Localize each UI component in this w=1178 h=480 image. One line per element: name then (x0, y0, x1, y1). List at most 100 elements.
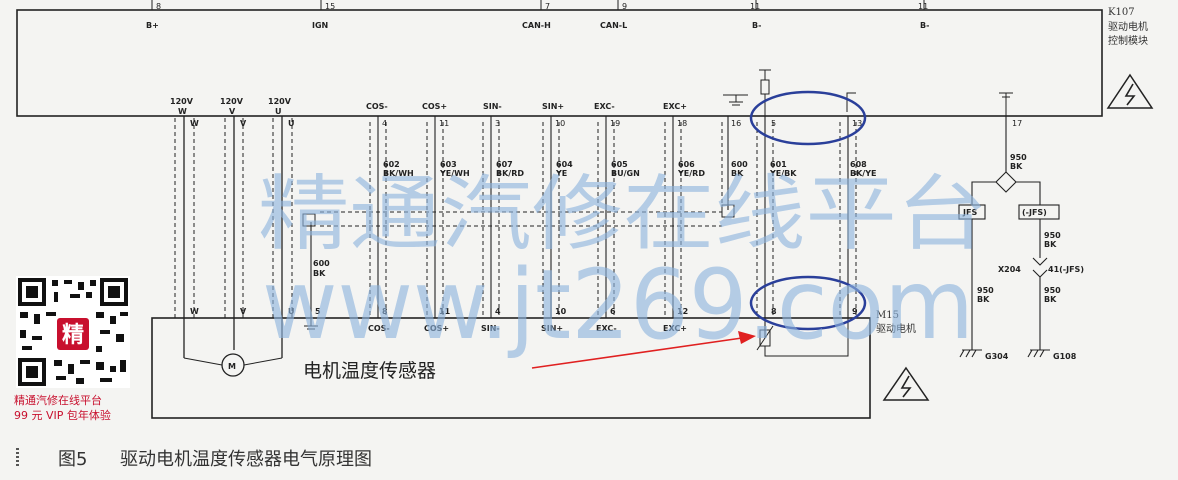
signal-label: EXC- (594, 102, 615, 111)
svg-text:BK: BK (977, 295, 990, 304)
ground-branch (958, 116, 1060, 358)
svg-text:11: 11 (439, 119, 449, 128)
svg-text:SIN+: SIN+ (541, 324, 563, 333)
motor-name: M15 (876, 310, 899, 321)
svg-text:BK/WH: BK/WH (383, 169, 414, 178)
svg-text:18: 18 (677, 119, 687, 128)
signal-label: COS- (366, 102, 388, 111)
svg-text:8: 8 (771, 307, 777, 316)
svg-text:6: 6 (610, 307, 616, 316)
svg-text:604: 604 (556, 160, 573, 169)
motor-desc: 驱动电机 (876, 322, 916, 335)
svg-text:17: 17 (1012, 119, 1022, 128)
splice-jfs2: (-JFS) (1022, 208, 1047, 217)
ecu-desc-line2: 控制模块 (1108, 34, 1148, 47)
svg-text:SIN-: SIN- (481, 324, 500, 333)
svg-text:600: 600 (731, 160, 748, 169)
top-pin-sig: B- (752, 21, 761, 30)
qr-code: 精 (16, 276, 130, 388)
top-pin-num: 9 (622, 2, 627, 11)
ground-g304: G304 (985, 352, 1009, 361)
ecu-module-box (16, 9, 1103, 117)
svg-text:4: 4 (495, 307, 501, 316)
splice-jfs: JFS (962, 208, 977, 217)
svg-text:U: U (288, 307, 295, 316)
svg-text:M: M (228, 362, 236, 371)
signal-label: 120V (268, 97, 292, 106)
top-pin-num: 7 (545, 2, 550, 11)
ecu-desc-line1: 驱动电机 (1108, 20, 1148, 33)
watermark-line2: www.jt269.com (262, 249, 974, 361)
svg-text:V: V (240, 119, 247, 128)
top-pin-num: 8 (156, 2, 161, 11)
svg-text:BK/RD: BK/RD (496, 169, 524, 178)
svg-text:BK/YE: BK/YE (850, 169, 876, 178)
signal-sub: U (275, 107, 282, 116)
svg-text:4: 4 (382, 119, 387, 128)
svg-text:COS+: COS+ (424, 324, 449, 333)
svg-text:9: 9 (852, 307, 858, 316)
svg-text:3: 3 (495, 119, 500, 128)
twisted-pair-dashes (320, 122, 857, 318)
svg-text:BK: BK (1044, 295, 1057, 304)
signal-label: SIN+ (542, 102, 564, 111)
shield-wire-num: 600 (313, 259, 330, 268)
annotation-label: 电机温度传感器 (303, 360, 436, 382)
highlight-motor-pins (749, 275, 867, 331)
svg-text:950: 950 (1044, 286, 1061, 295)
ecu-pin-numbers: 4 11 3 10 19 18 16 5 13 17 (382, 119, 1022, 128)
qr-badge: 精 (62, 322, 84, 348)
qr-line1: 精通汽修在线平台 (14, 393, 102, 407)
svg-text:13: 13 (852, 119, 862, 128)
ecu-internal-symbols (723, 69, 1013, 116)
top-pin-sig: B+ (146, 21, 159, 30)
svg-text:5: 5 (771, 119, 776, 128)
top-pin-sig: CAN-L (600, 21, 627, 30)
caption-fig: 图5 (58, 449, 87, 470)
svg-text:950: 950 (1044, 231, 1061, 240)
qr-line2: 99 元 VIP 包年体验 (14, 408, 111, 422)
svg-text:11: 11 (439, 307, 451, 316)
connector-pin: 41(-JFS) (1048, 265, 1084, 274)
svg-text:950: 950 (977, 286, 994, 295)
svg-text:607: 607 (496, 160, 513, 169)
svg-text:10: 10 (555, 119, 565, 128)
svg-text:EXC-: EXC- (596, 324, 617, 333)
svg-text:5: 5 (315, 307, 321, 316)
caption-title: 驱动电机温度传感器电气原理图 (120, 449, 372, 470)
ecu-hazard-icon (1106, 73, 1154, 109)
svg-text:601: 601 (770, 160, 787, 169)
signal-label: 120V (220, 97, 244, 106)
motor-pin-labels: W V U 5 8 11 4 10 6 12 8 9 COS- COS+ SIN… (190, 307, 858, 333)
highlight-ecu-pins (749, 90, 867, 146)
motor-hazard-icon (882, 366, 930, 401)
signal-wires (310, 116, 849, 338)
ecu-top-pins: 8 B+ 15 IGN 7 CAN-H 9 CAN-L 11 B- 11 B- (146, 0, 929, 30)
motor-symbol: M (221, 353, 245, 377)
svg-text:BK: BK (1010, 162, 1023, 171)
svg-text:950: 950 (1010, 153, 1027, 162)
temp-sensor-symbol (756, 318, 849, 357)
top-pin-num: 15 (325, 2, 335, 11)
svg-text:U: U (288, 119, 295, 128)
svg-text:BK: BK (731, 169, 744, 178)
svg-text:W: W (190, 307, 199, 316)
svg-text:YE/RD: YE/RD (677, 169, 705, 178)
signal-label: 120V (170, 97, 194, 106)
top-pin-sig: B- (920, 21, 929, 30)
shield-drain (302, 204, 735, 330)
annotation-arrow (531, 331, 756, 369)
svg-text:606: 606 (678, 160, 695, 169)
shield-wire-color: BK (313, 269, 326, 278)
svg-text:YE: YE (555, 169, 567, 178)
svg-text:608: 608 (850, 160, 867, 169)
svg-text:YE/BK: YE/BK (769, 169, 797, 178)
phase-pin-labels: W V U (190, 119, 295, 128)
svg-text:COS-: COS- (368, 324, 390, 333)
ground-g108: G108 (1053, 352, 1077, 361)
svg-text:602: 602 (383, 160, 400, 169)
signal-label: COS+ (422, 102, 447, 111)
signal-label: EXC+ (663, 102, 687, 111)
